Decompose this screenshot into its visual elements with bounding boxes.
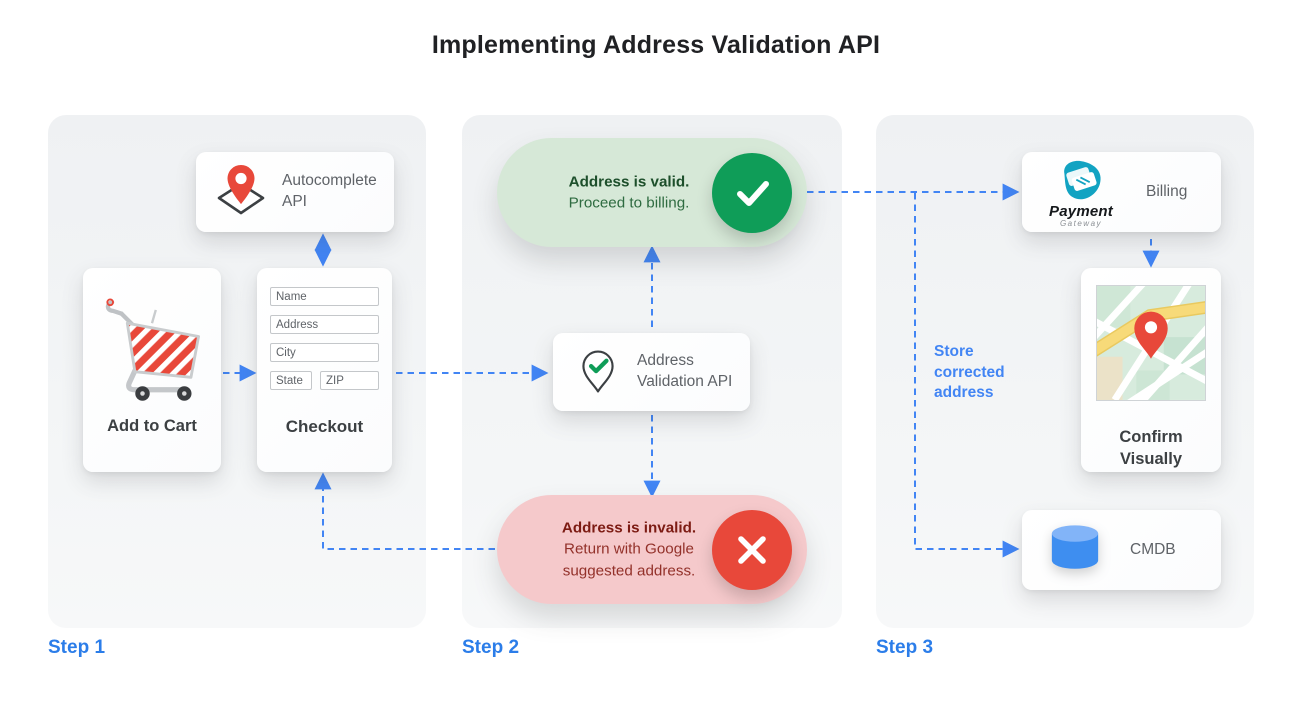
confirm-visually-card: Confirm Visually bbox=[1081, 268, 1221, 472]
map-pin-diamond-icon bbox=[216, 163, 266, 222]
payment-logo-title: Payment bbox=[1049, 202, 1113, 220]
zip-input[interactable] bbox=[320, 371, 379, 390]
name-input[interactable] bbox=[270, 287, 379, 306]
address-validation-api-card: Address Validation API bbox=[553, 333, 750, 411]
payment-gateway-logo-icon: Payment Gateway bbox=[1038, 157, 1124, 228]
cmdb-card: CMDB bbox=[1022, 510, 1221, 590]
shopping-cart-icon bbox=[95, 268, 209, 417]
step2-label: Step 2 bbox=[462, 637, 520, 658]
map-thumbnail-icon bbox=[1082, 277, 1218, 409]
state-input[interactable] bbox=[270, 371, 312, 390]
pin-check-icon bbox=[575, 341, 621, 404]
payment-logo-subtitle: Gateway bbox=[1059, 218, 1103, 228]
billing-label: Billing bbox=[1146, 182, 1188, 200]
valid-title: Address is valid. bbox=[568, 172, 690, 190]
step1-label: Step 1 bbox=[48, 637, 106, 658]
address-input[interactable] bbox=[270, 315, 379, 334]
invalid-subtitle: Return with Google suggested address. bbox=[562, 540, 696, 580]
step3-label: Step 3 bbox=[876, 637, 934, 658]
invalid-title: Address is invalid. bbox=[561, 519, 697, 537]
checkout-label: Checkout bbox=[285, 417, 364, 436]
checkout-card: Checkout bbox=[257, 268, 392, 472]
valid-subtitle: Proceed to billing. bbox=[568, 194, 690, 212]
database-cylinder-icon bbox=[1046, 521, 1104, 580]
address-invalid-pill: Address is invalid. Return with Google s… bbox=[497, 495, 807, 604]
checkout-form bbox=[270, 287, 379, 390]
add-to-cart-card: Add to Cart bbox=[83, 268, 221, 472]
x-circle-icon bbox=[712, 509, 792, 590]
city-input[interactable] bbox=[270, 343, 379, 362]
billing-card: Payment Gateway Billing bbox=[1022, 152, 1221, 232]
add-to-cart-label: Add to Cart bbox=[107, 417, 197, 435]
autocomplete-api-label: Autocomplete API bbox=[282, 172, 377, 210]
store-corrected-address-note: Store corrected address bbox=[934, 343, 1005, 402]
autocomplete-api-card: Autocomplete API bbox=[196, 152, 394, 232]
address-valid-pill: Address is valid. Proceed to billing. bbox=[497, 138, 807, 247]
page-title: Implementing Address Validation API bbox=[431, 31, 881, 59]
confirm-visually-label: Confirm Visually bbox=[1119, 428, 1183, 469]
check-circle-icon bbox=[712, 152, 792, 233]
address-validation-api-label: Address Validation API bbox=[637, 352, 733, 390]
cmdb-label: CMDB bbox=[1130, 540, 1176, 558]
